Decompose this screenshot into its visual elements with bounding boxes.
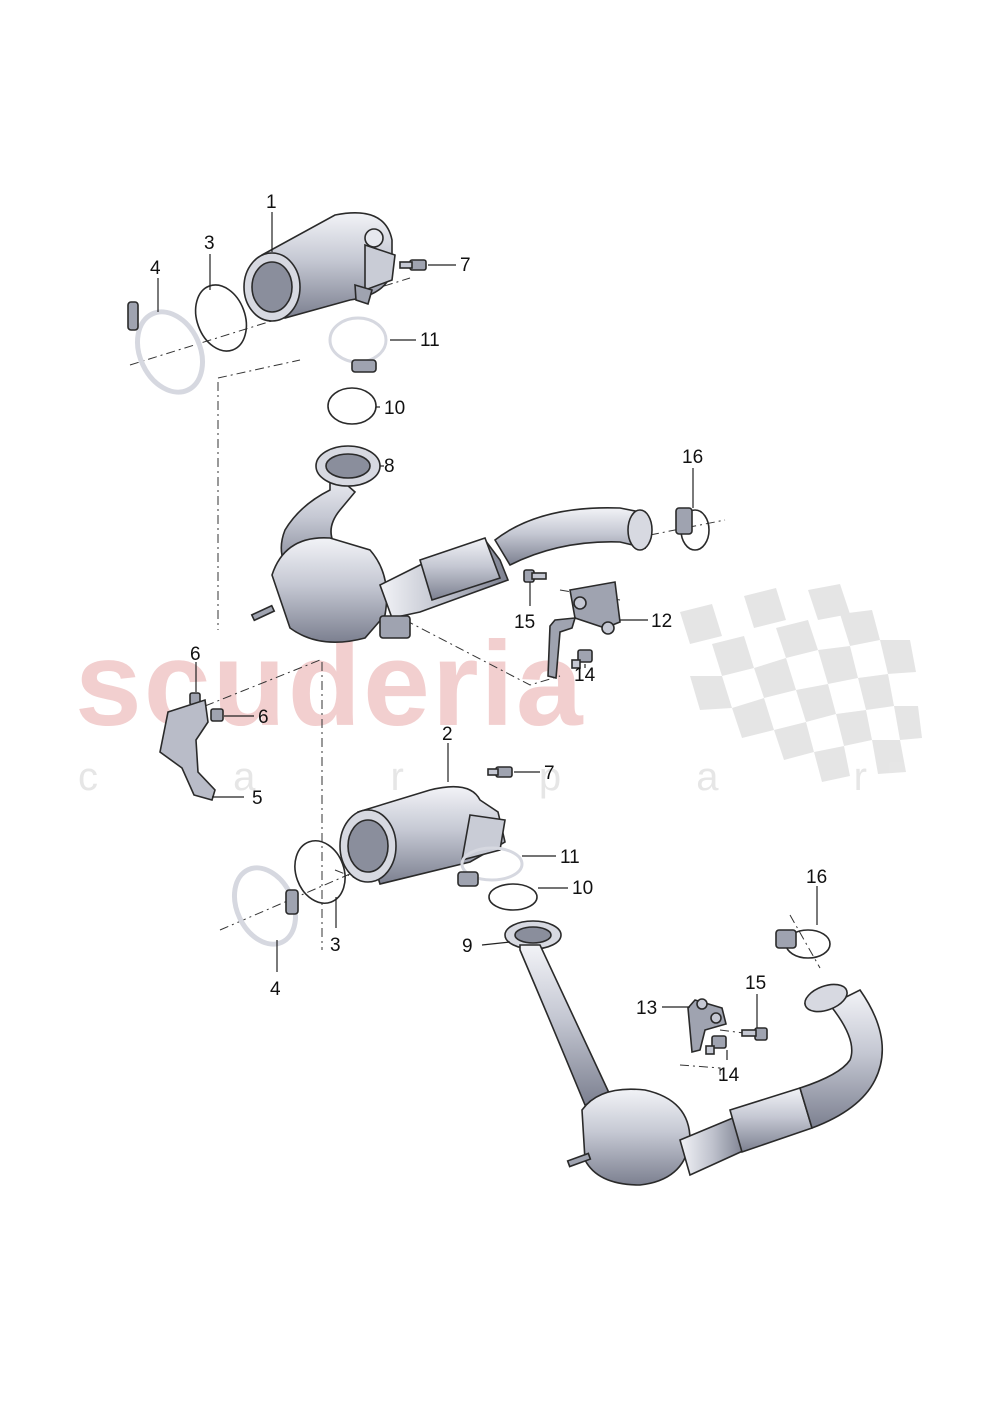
callout-15: 15: [745, 973, 766, 994]
part-2-catalytic-converter[interactable]: [339, 785, 506, 885]
part-11-v-band-clamp-upper[interactable]: [328, 316, 388, 373]
callout-10: 10: [384, 398, 405, 419]
callout-5: 5: [252, 788, 263, 809]
callout-12: 12: [651, 611, 672, 632]
part-10-seal-ring-lower[interactable]: [488, 883, 538, 911]
callout-7: 7: [460, 255, 471, 276]
part-14-bolt-lower[interactable]: [705, 1035, 727, 1055]
part-7-bolt-upper[interactable]: [399, 259, 427, 271]
part-15-bolt-lower[interactable]: [741, 1027, 768, 1041]
part-6-nut-b[interactable]: [210, 708, 224, 722]
callout-13: 13: [636, 998, 657, 1019]
callout-1: 1: [266, 192, 277, 213]
callout-11: 11: [420, 330, 440, 351]
part-7-bolt-lower[interactable]: [487, 766, 513, 778]
callout-3: 3: [330, 935, 341, 956]
callout-4: 4: [150, 258, 161, 279]
callout-2: 2: [442, 724, 453, 745]
callout-11: 11: [560, 847, 580, 868]
part-10-seal-ring-upper[interactable]: [327, 387, 377, 425]
part-16-clamp-lower[interactable]: [775, 929, 831, 959]
callout-14: 14: [718, 1065, 740, 1086]
callout-15: 15: [514, 612, 535, 633]
part-14-bolt-upper[interactable]: [571, 649, 593, 669]
part-4-clamp-upper[interactable]: [125, 301, 215, 402]
part-1-catalytic-converter[interactable]: [243, 211, 396, 322]
callout-7: 7: [544, 763, 555, 784]
part-9-front-pipe-lower[interactable]: [504, 920, 884, 1186]
part-8-front-pipe-upper[interactable]: [250, 445, 653, 643]
callout-labels: 1 3 4 7 11 10 8 16 15 12 14 6 6 5 2 7 11…: [150, 192, 827, 1086]
part-12-bracket[interactable]: [547, 581, 621, 680]
callout-9: 9: [462, 936, 473, 957]
part-5-bracket[interactable]: [159, 698, 216, 801]
callout-16: 16: [682, 447, 703, 468]
part-15-bolt-upper[interactable]: [523, 569, 547, 583]
callout-16: 16: [806, 867, 827, 888]
callout-8: 8: [384, 456, 395, 477]
callout-4: 4: [270, 979, 281, 1000]
part-3-seal-ring-lower[interactable]: [287, 834, 354, 911]
callout-6: 6: [190, 644, 201, 665]
part-11-v-band-clamp-lower[interactable]: [457, 846, 524, 887]
checkered-flag-logo: [680, 584, 922, 782]
part-13-bracket[interactable]: [687, 998, 727, 1054]
part-4-clamp-lower[interactable]: [223, 858, 308, 954]
callout-6: 6: [258, 707, 269, 728]
callout-10: 10: [572, 878, 593, 899]
callout-3: 3: [204, 233, 215, 254]
part-16-clamp-upper[interactable]: [675, 507, 710, 551]
leader-lines: [157, 212, 818, 1060]
part-3-seal-ring-upper[interactable]: [187, 278, 255, 358]
callout-14: 14: [574, 665, 596, 686]
